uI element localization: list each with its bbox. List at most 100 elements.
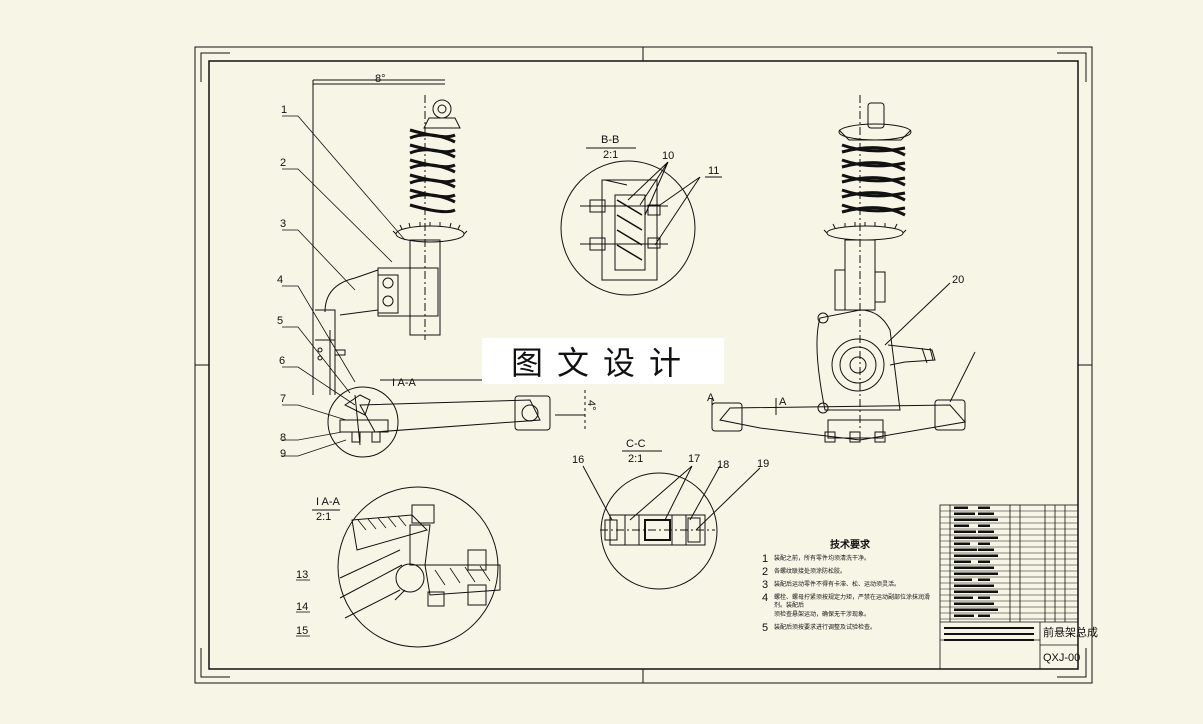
title-block-entry	[944, 627, 1034, 629]
section-mark-right: A	[779, 396, 787, 408]
left-suspension-view	[312, 79, 586, 458]
parts-list-entry	[978, 524, 990, 527]
tech-item-number: 1	[762, 553, 769, 565]
parts-list-entry	[954, 518, 982, 521]
parts-list-entry	[978, 578, 990, 581]
callout-numbers: 1 2 3 4 5 6 7 8 9 10 11 13 14 15 16 17 1…	[277, 104, 964, 637]
title-block-name: 前悬架总成	[1043, 625, 1098, 639]
technical-requirements: 技术要求 1 装配之前，所有零件均须清洗干净。 2 各螺纹联接处须涂防松胶。 3…	[762, 536, 938, 637]
parts-list-entry	[978, 566, 994, 569]
callout-3: 3	[280, 218, 286, 230]
parts-list-entry	[954, 614, 974, 617]
title-block-rows	[940, 510, 1078, 620]
watermark-text: 图文设计	[510, 344, 695, 382]
parts-list-entry	[954, 530, 976, 533]
callout-leaders	[282, 115, 406, 637]
parts-list-entry	[954, 542, 970, 545]
callout-13: 13	[296, 569, 308, 581]
watermark-banner: 图文设计	[482, 338, 724, 384]
callout-9: 9	[280, 448, 286, 460]
detail-ia	[312, 486, 501, 648]
right-suspension-view	[711, 95, 976, 443]
callout-11: 11	[708, 165, 719, 177]
detail-cc	[582, 450, 761, 590]
parts-list-entry	[978, 596, 990, 599]
tech-item: 5 装配后须按要求进行调整及试验检查。	[762, 622, 938, 634]
bb-scale: 2:1	[603, 149, 618, 161]
parts-list-entry	[978, 530, 994, 533]
title-block-entry	[944, 633, 1034, 635]
tech-item-number: 4	[762, 592, 769, 604]
parts-list-entry	[978, 608, 998, 611]
tech-item-number: 5	[762, 622, 769, 634]
parts-list-entry	[954, 512, 975, 515]
drawing-frame	[194, 46, 1093, 684]
tech-item-text: 装配后须按要求进行调整及试验检查。	[774, 624, 877, 631]
callout-2: 2	[280, 157, 286, 169]
tech-item: 4 螺栓、螺母拧紧须按规定力矩，严禁在运动副部位涂抹润滑剂。装配后	[762, 592, 938, 610]
callout-5: 5	[277, 315, 283, 327]
parts-list-entry	[954, 536, 983, 539]
parts-list-entry	[978, 584, 994, 587]
detail-bb	[560, 147, 722, 296]
parts-list-entry	[978, 572, 998, 575]
tech-requirements-title: 技术要求	[830, 540, 870, 551]
parts-list-entry	[978, 602, 994, 605]
callout-10: 10	[662, 150, 674, 162]
ia-small-title: I A-A	[392, 377, 417, 389]
callout-17: 17	[688, 453, 700, 465]
parts-list-entry	[954, 572, 985, 575]
parts-list-entry	[978, 542, 990, 545]
tech-item: 须检查悬架运动，确保无干涉现象。	[762, 611, 938, 619]
callout-18: 18	[717, 459, 729, 471]
callout-16: 16	[572, 454, 584, 466]
tech-item-text: 各螺纹联接处须涂防松胶。	[774, 568, 847, 575]
parts-list-entry	[954, 554, 984, 557]
parts-list-entry	[978, 554, 998, 557]
callout-4: 4	[277, 274, 283, 286]
cc-title: C-C	[626, 438, 646, 450]
section-mark-left: A	[707, 392, 715, 404]
tech-item-number: 2	[762, 566, 769, 578]
title-block-code: QXJ-00	[1043, 652, 1080, 664]
parts-list-entry	[978, 518, 998, 521]
parts-list-entry	[978, 560, 990, 563]
parts-list-entry	[954, 596, 973, 599]
parts-list-entry	[954, 506, 968, 509]
tech-item-text: 装配后运动零件不得有卡滞、松、运动须灵活。	[774, 581, 901, 588]
parts-list-entry	[954, 578, 972, 581]
parts-list-entry	[978, 536, 998, 539]
coil-spring-left	[409, 128, 456, 214]
parts-list-entry	[954, 590, 986, 593]
tech-item: 3 装配后运动零件不得有卡滞、松、运动须灵活。	[762, 579, 938, 591]
tech-item-number: 3	[762, 579, 769, 591]
callout-1: 1	[281, 104, 287, 116]
tech-item: 1 装配之前，所有零件均须清洗干净。	[762, 553, 938, 565]
tech-item-text: 须检查悬架运动，确保无干涉现象。	[774, 611, 871, 618]
coil-spring-right	[841, 143, 906, 217]
parts-list-entry	[978, 590, 998, 593]
angle-top-label: 8°	[375, 73, 386, 85]
parts-list-entry	[954, 566, 978, 569]
parts-list-entry	[954, 602, 980, 605]
cc-scale: 2:1	[628, 453, 643, 465]
angle-side-label: 4°	[585, 400, 597, 411]
callout-15: 15	[296, 625, 308, 637]
callout-19: 19	[757, 458, 769, 470]
callout-14: 14	[296, 601, 308, 613]
parts-list-entry	[954, 524, 969, 527]
callout-6: 6	[279, 355, 285, 367]
tech-item: 2 各螺纹联接处须涂防松胶。	[762, 566, 938, 578]
bb-title: B-B	[601, 134, 619, 146]
callout-20: 20	[952, 274, 964, 286]
title-block-entry	[944, 639, 1034, 641]
ia-title: I A-A	[316, 496, 341, 508]
tech-item-text: 装配之前，所有零件均须清洗干净。	[774, 555, 871, 562]
parts-list-entry	[954, 584, 979, 587]
tech-item-text: 螺栓、螺母拧紧须按规定力矩，严禁在运动副部位涂抹润滑剂。装配后	[774, 594, 931, 609]
callout-7: 7	[280, 393, 286, 405]
parts-list-entry	[954, 608, 987, 611]
parts-list-entry	[978, 614, 990, 617]
parts-list-entry	[954, 548, 977, 551]
